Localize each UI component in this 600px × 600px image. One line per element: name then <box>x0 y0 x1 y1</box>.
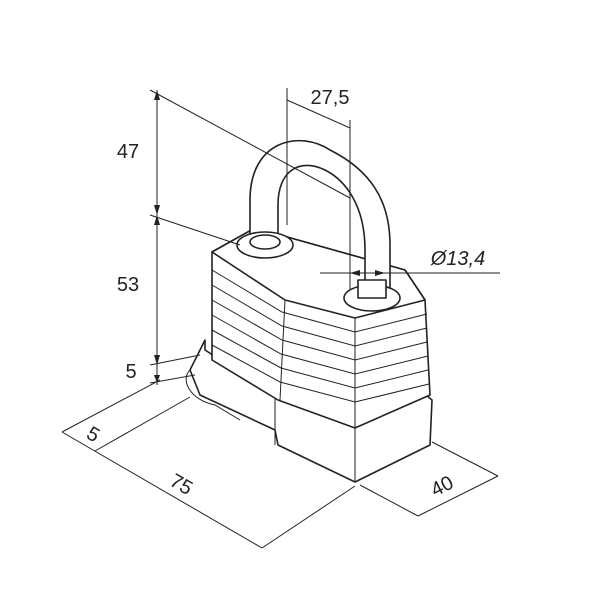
dim-depth: 40 <box>427 472 457 502</box>
dimension-lines <box>61 88 500 549</box>
dim-shackle-diameter: Ø13,4 <box>430 248 485 270</box>
dimension-arrows <box>154 90 385 383</box>
shackle <box>249 139 391 301</box>
padlock <box>185 139 433 483</box>
dim-body-height: 53 <box>117 274 139 296</box>
body-ribs <box>211 269 430 403</box>
dim-shackle-height: 47 <box>117 141 139 163</box>
dim-base-height: 5 <box>125 361 136 383</box>
dim-shackle-spacing: 27,5 <box>311 87 350 109</box>
dim-side-offset: 5 <box>83 422 104 447</box>
